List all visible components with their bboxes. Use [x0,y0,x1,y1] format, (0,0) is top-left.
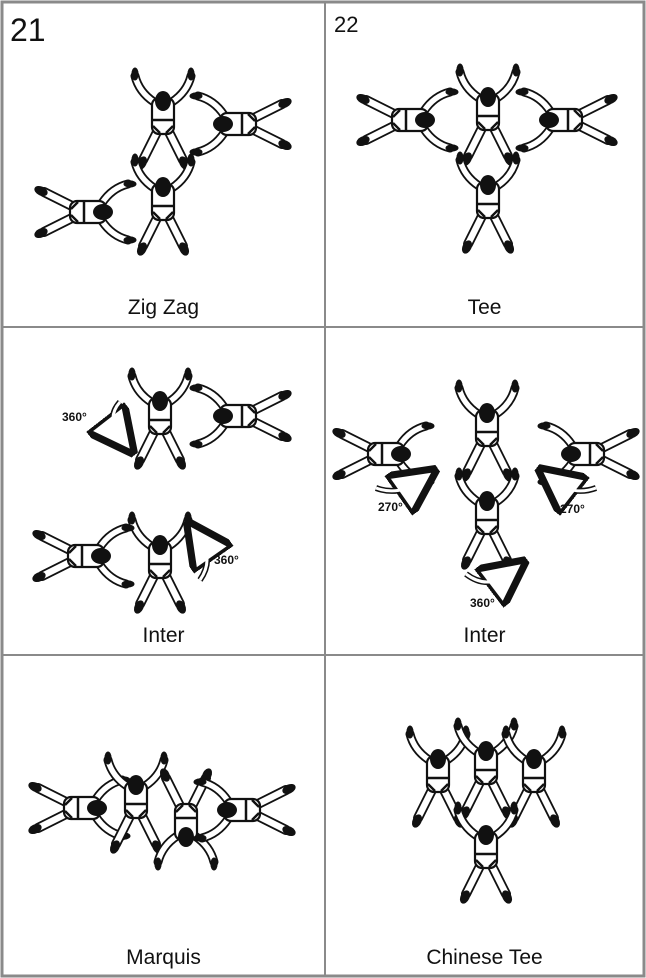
inter-formation-left [31,368,293,616]
rotation-label-360-upper: 360° [62,410,87,424]
caption-zig-zag: Zig Zag [127,296,200,319]
inter-formation-right [331,380,641,583]
chinese-tee-formation [406,718,565,906]
tee-formation [355,64,619,256]
marquis-formation [27,752,297,871]
rotation-label-270-left: 270° [378,500,403,514]
caption-marquis: Marquis [126,946,201,969]
cell-number-21: 21 [10,12,46,48]
rotation-label-270-right: 270° [560,502,585,516]
caption-inter-left: Inter [142,624,185,647]
caption-chinese-tee: Chinese Tee [426,946,543,969]
zig-zag-formation [33,68,293,258]
caption-tee: Tee [467,296,502,319]
rotation-label-360-bottom: 360° [470,596,495,610]
rotation-label-360-lower: 360° [214,553,239,567]
cell-number-22: 22 [334,12,359,37]
caption-inter-right: Inter [463,624,506,647]
